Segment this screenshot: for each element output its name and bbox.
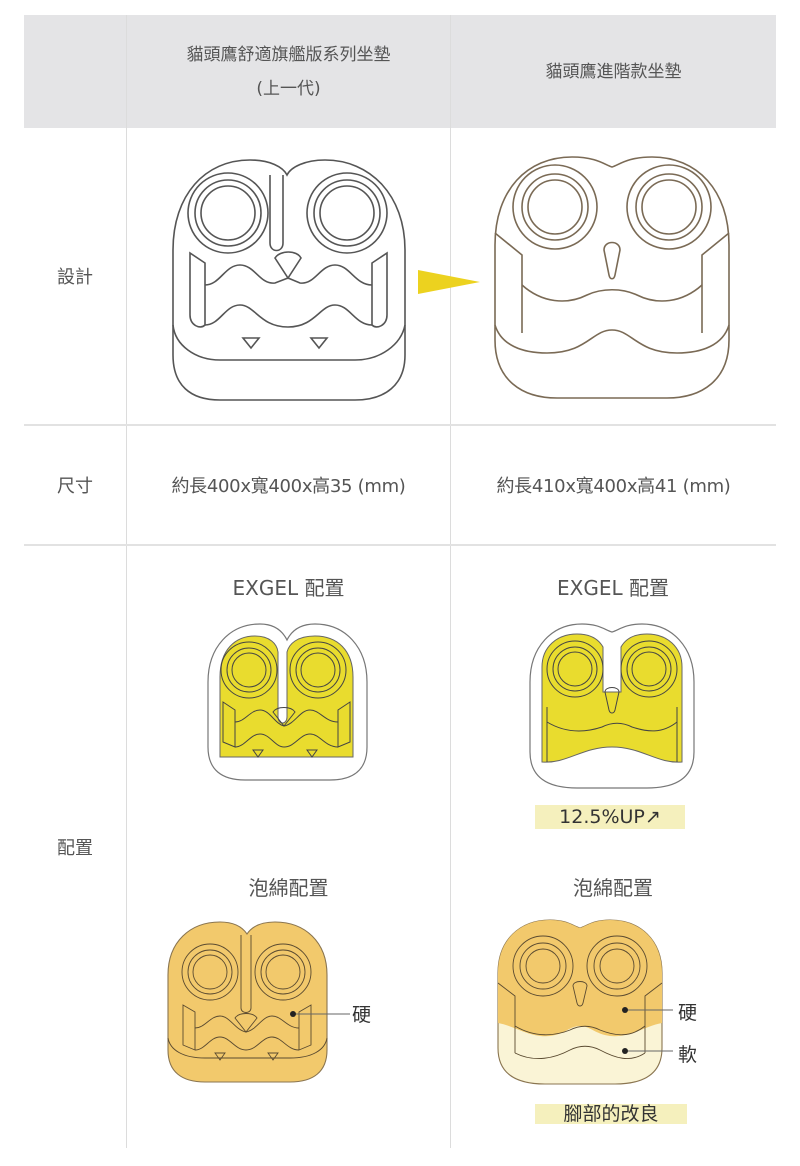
exgel-title-old: EXGEL 配置 [232,576,345,600]
header-new-title: 貓頭鷹進階款坐墊 [545,61,682,82]
exgel-title-new: EXGEL 配置 [557,576,669,600]
row-divider [24,424,776,426]
soft-foam-label-new: 軟 [678,1044,698,1066]
exgel-increase-badge: 12.5%UP↗ [535,805,685,829]
size-old: 約長400x寬400x高35 (mm) [171,476,406,497]
comparison-table: 貓頭鷹舒適旗艦版系列坐墊 (上一代) 貓頭鷹進階款坐墊 設計 尺寸 配置 約長4… [24,15,776,1148]
arrow-right-icon [418,270,480,294]
owl-cushion-new-outline [494,156,730,399]
hard-foam-label-old: 硬 [352,1004,372,1026]
owl-cushion-old-outline [172,159,406,401]
foam-layout-old [167,921,350,1083]
header-old-model: 貓頭鷹舒適旗艦版系列坐墊 (上一代) [127,15,450,128]
foam-title-old: 泡綿配置 [248,876,329,900]
exgel-layout-old [207,623,368,781]
foam-layout-new [497,919,673,1085]
table-header [24,15,776,128]
foam-title-new: 泡綿配置 [573,876,653,900]
exgel-layout-new [529,623,695,789]
column-divider [126,15,127,1148]
column-divider [450,15,451,1148]
header-new-model: 貓頭鷹進階款坐墊 [451,15,776,128]
size-new: 約長410x寬400x高41 (mm) [496,476,731,497]
row-label-placement: 配置 [57,838,93,859]
row-divider [24,544,776,546]
header-old-subtitle: (上一代) [256,78,321,99]
feet-improvement-badge: 腳部的改良 [535,1104,687,1124]
hard-foam-label-new: 硬 [678,1002,698,1024]
row-label-design: 設計 [57,267,93,288]
header-old-title: 貓頭鷹舒適旗艦版系列坐墊 [186,44,391,65]
row-label-size: 尺寸 [57,476,93,497]
